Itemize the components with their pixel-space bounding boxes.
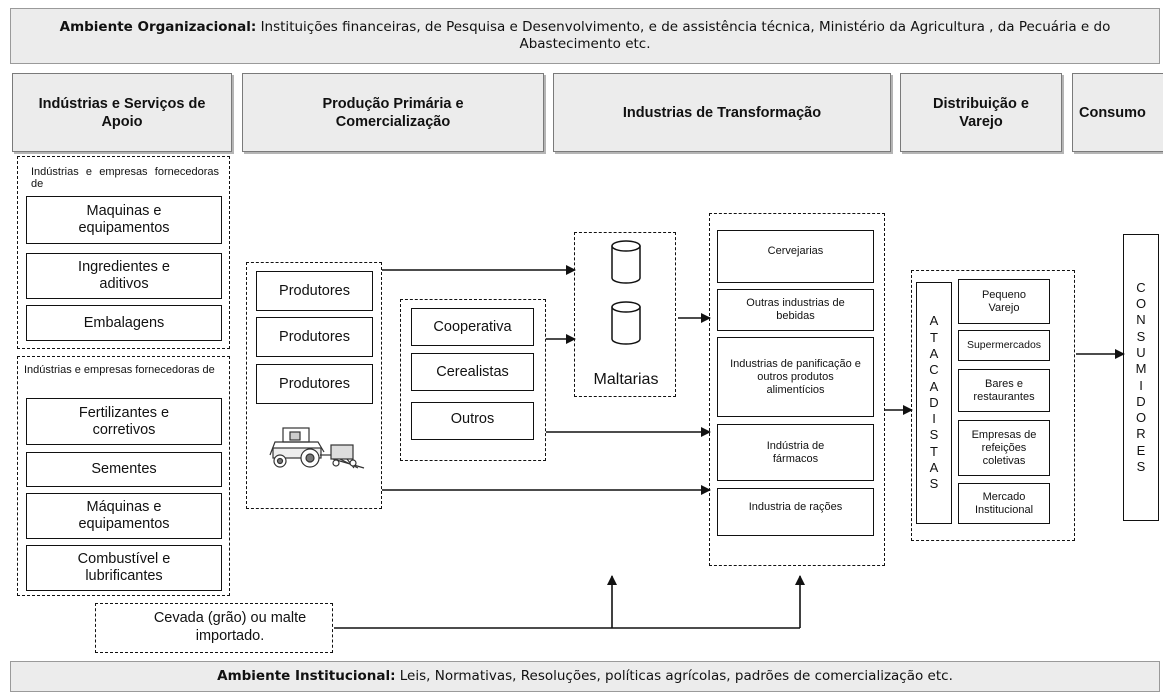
collector-others: Outros xyxy=(411,402,534,440)
imported-barley-label: Cevada (grão) ou malte importado. xyxy=(153,610,307,644)
industry-animal-feed: Industria de rações xyxy=(717,488,874,536)
header-primary-production: Produção Primária e Comercialização xyxy=(242,73,544,152)
retail-small: Pequeno Varejo xyxy=(958,279,1050,324)
supplier-packaging: Embalagens xyxy=(26,305,222,341)
support-group-1 xyxy=(17,156,230,349)
wholesale-letter: T xyxy=(930,443,938,459)
industry-pharma: Indústria de fármacos xyxy=(717,424,874,481)
consumers-column: C O N S U M I D O R E S xyxy=(1123,234,1159,521)
support-group-1-label: Indústrias e empresas fornecedoras de xyxy=(31,166,219,190)
industry-breweries: Cervejarias xyxy=(717,230,874,283)
consumer-letter: E xyxy=(1136,442,1146,458)
supplier-machines-2: Máquinas e equipamentos xyxy=(26,493,222,539)
retail-supermarkets: Supermercados xyxy=(958,330,1050,361)
support-group-2-label: Indústrias e empresas fornecedoras de xyxy=(24,364,215,376)
consumer-letter: O xyxy=(1135,410,1147,426)
header-support-industries: Indústrias e Serviços de Apoio xyxy=(12,73,232,152)
wholesale-letter: I xyxy=(932,411,936,427)
consumer-letter: D xyxy=(1136,393,1146,409)
industry-bakery-food: Industrias de panificação e outros produ… xyxy=(717,337,874,417)
support-group-2 xyxy=(17,356,230,596)
institutional-environment-text: Leis, Normativas, Resoluções, políticas … xyxy=(395,668,953,684)
wholesale-letter: T xyxy=(930,329,938,345)
collector-cerealistas: Cerealistas xyxy=(411,353,534,391)
producer-2: Produtores xyxy=(256,317,373,357)
wholesale-letter: A xyxy=(929,378,939,394)
wholesale-letter: A xyxy=(929,345,939,361)
imported-barley-box xyxy=(95,603,333,653)
organizational-environment-text: Instituições financeiras, de Pesquisa e … xyxy=(256,19,1111,52)
wholesale-letter: S xyxy=(929,476,939,492)
producers-group xyxy=(246,262,382,509)
consumer-letter: O xyxy=(1135,296,1147,312)
supplier-seeds: Sementes xyxy=(26,452,222,487)
maltarias-group xyxy=(574,232,676,397)
producer-1: Produtores xyxy=(256,271,373,311)
producer-3: Produtores xyxy=(256,364,373,404)
wholesale-letter: C xyxy=(929,362,939,378)
institutional-environment-label: Ambiente Institucional: xyxy=(217,668,396,684)
consumer-letter: S xyxy=(1136,458,1146,474)
consumer-letter: U xyxy=(1136,344,1146,360)
wholesale-letter: S xyxy=(929,427,939,443)
wholesale-letter: D xyxy=(929,394,939,410)
supplier-fuel: Combustível e lubrificantes xyxy=(26,545,222,591)
consumer-letter: N xyxy=(1136,312,1146,328)
wholesale-letter: A xyxy=(929,460,939,476)
industry-other-beverages: Outras industrias de bebidas xyxy=(717,289,874,331)
organizational-environment-bar: Ambiente Organizacional: Instituições fi… xyxy=(10,8,1160,64)
header-consumption: Consumo xyxy=(1072,73,1163,152)
consumer-letter: M xyxy=(1135,361,1147,377)
header-distribution-retail: Distribuição e Varejo xyxy=(900,73,1062,152)
organizational-environment-label: Ambiente Organizacional: xyxy=(59,19,257,35)
consumer-letter: S xyxy=(1136,328,1146,344)
consumer-letter: C xyxy=(1136,279,1146,295)
collectors-group xyxy=(400,299,546,461)
header-transformation-industries: Industrias de Transformação xyxy=(553,73,891,152)
industries-group xyxy=(709,213,885,566)
consumer-letter: I xyxy=(1139,377,1143,393)
supplier-ingredients: Ingredientes e aditivos xyxy=(26,253,222,299)
retail-bars-restaurants: Bares e restaurantes xyxy=(958,369,1050,412)
consumer-letter: R xyxy=(1136,426,1146,442)
retail-institutional-market: Mercado Institucional xyxy=(958,483,1050,524)
supplier-fertilizers: Fertilizantes e corretivos xyxy=(26,398,222,445)
maltarias-label: Maltarias xyxy=(593,371,659,388)
collector-cooperative: Cooperativa xyxy=(411,308,534,346)
supplier-machines-1: Maquinas e equipamentos xyxy=(26,196,222,244)
retail-collective-meals: Empresas de refeições coletivas xyxy=(958,420,1050,476)
wholesale-letter: A xyxy=(929,313,939,329)
wholesalers-column: A T A C A D I S T A S xyxy=(916,282,952,524)
institutional-environment-bar: Ambiente Institucional: Leis, Normativas… xyxy=(10,661,1160,692)
